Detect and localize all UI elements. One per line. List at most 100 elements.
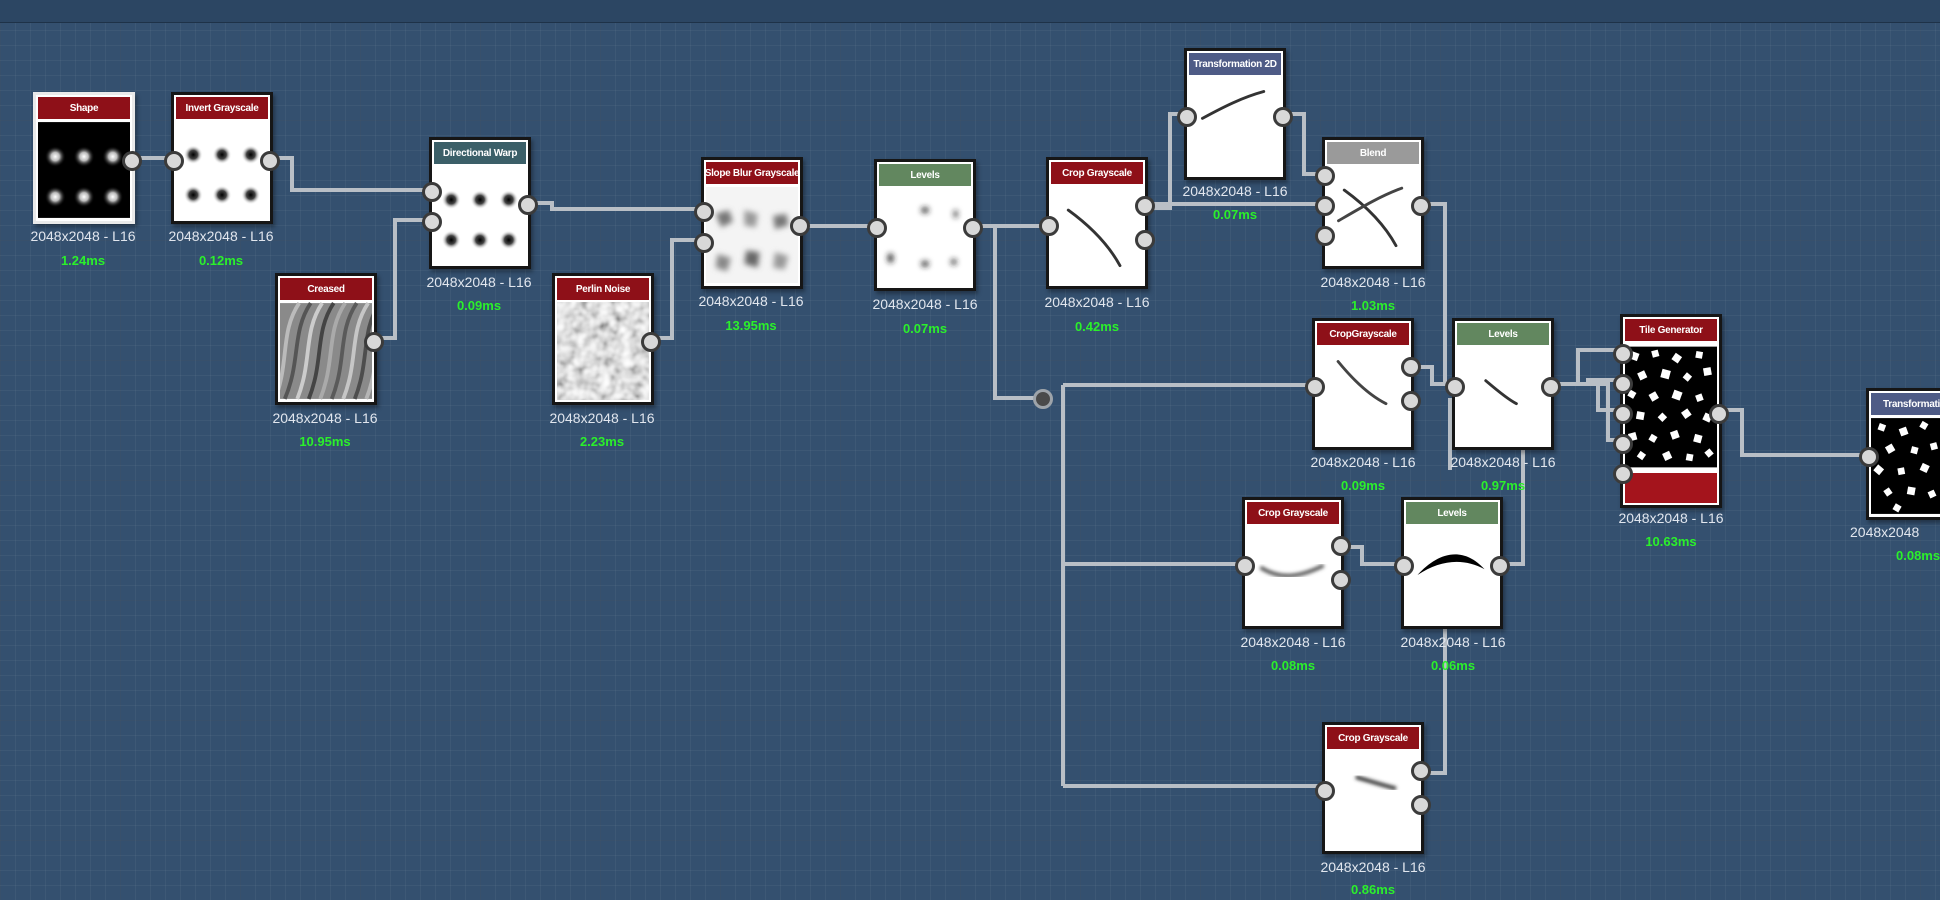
node-timing: 0.06ms <box>1430 658 1476 673</box>
node-crop-grayscale-3[interactable]: Crop Grayscale <box>1235 497 1351 629</box>
node-title: Transformation <box>1871 393 1940 415</box>
input-port[interactable] <box>1394 556 1414 576</box>
output-port[interactable] <box>1135 230 1155 250</box>
node-tile-generator[interactable]: Tile Generator <box>1613 314 1729 508</box>
node-perlin-noise[interactable]: Perlin Noise <box>552 273 661 405</box>
preview-image <box>1189 78 1281 174</box>
node-levels[interactable]: Levels <box>867 159 983 291</box>
input-port[interactable] <box>1315 166 1335 186</box>
output-port[interactable] <box>1135 196 1155 216</box>
output-port[interactable] <box>790 216 810 236</box>
input-port[interactable] <box>1235 556 1255 576</box>
output-port[interactable] <box>1411 795 1431 815</box>
node-timing: 2.23ms <box>579 434 625 449</box>
node-timing: 0.86ms <box>1350 882 1396 897</box>
node-transformation-2d[interactable]: Transformation 2D <box>1177 48 1293 180</box>
output-port[interactable] <box>1331 570 1351 590</box>
node-crop-grayscale-2[interactable]: CropGrayscale <box>1305 318 1421 450</box>
node-timing: 13.95ms <box>725 318 777 333</box>
node-timing: 10.95ms <box>299 434 351 449</box>
input-port[interactable] <box>1613 434 1633 454</box>
node-resolution: 2048x2048 - L16 <box>1320 859 1426 875</box>
node-footer <box>1625 473 1717 503</box>
output-port[interactable] <box>1401 357 1421 377</box>
input-port[interactable] <box>1315 196 1335 216</box>
input-port[interactable] <box>1445 377 1465 397</box>
input-port[interactable] <box>1315 226 1335 246</box>
output-port[interactable] <box>364 332 384 352</box>
node-timing: 0.08ms <box>1270 658 1316 673</box>
node-resolution: 2048x2048 - L16 <box>1320 274 1426 290</box>
output-port[interactable] <box>518 195 538 215</box>
node-crop-grayscale[interactable]: Crop Grayscale <box>1039 157 1155 289</box>
node-levels-2[interactable]: Levels <box>1445 318 1561 450</box>
node-slope-blur-grayscale[interactable]: Slope Blur Grayscale <box>694 157 810 289</box>
input-port[interactable] <box>1315 781 1335 801</box>
output-port[interactable] <box>1709 404 1729 424</box>
output-port[interactable] <box>1411 761 1431 781</box>
node-crop-grayscale-4[interactable]: Crop Grayscale <box>1315 722 1431 854</box>
node-timing: 10.63ms <box>1645 534 1697 549</box>
input-port[interactable] <box>694 233 714 253</box>
node-creased[interactable]: Creased <box>275 273 384 405</box>
output-port[interactable] <box>1401 391 1421 411</box>
node-shape[interactable]: Shape <box>33 92 142 224</box>
node-levels-3[interactable]: Levels <box>1394 497 1510 629</box>
input-port[interactable] <box>1177 107 1197 127</box>
node-preview <box>1625 343 1717 471</box>
output-port[interactable] <box>122 151 142 171</box>
input-port[interactable] <box>867 218 887 238</box>
node-transformation[interactable]: Transformation <box>1859 388 1940 520</box>
node-title: Crop Grayscale <box>1051 162 1143 184</box>
node-title: Directional Warp <box>434 142 526 164</box>
wire-junction-dot[interactable] <box>1033 389 1053 409</box>
node-invert-grayscale[interactable]: Invert Grayscale <box>164 92 280 224</box>
input-port[interactable] <box>164 151 184 171</box>
node-timing: 0.12ms <box>198 253 244 268</box>
output-port[interactable] <box>260 151 280 171</box>
node-timing: 0.42ms <box>1074 319 1120 334</box>
input-port[interactable] <box>694 202 714 222</box>
input-port[interactable] <box>1859 447 1879 467</box>
node-preview <box>1247 526 1339 624</box>
node-preview <box>176 121 268 219</box>
preview-image <box>1871 418 1940 514</box>
input-port[interactable] <box>1305 377 1325 397</box>
input-port[interactable] <box>1613 374 1633 394</box>
node-title: Invert Grayscale <box>176 97 268 119</box>
output-port[interactable] <box>1331 536 1351 556</box>
output-port[interactable] <box>1490 556 1510 576</box>
preview-image <box>1247 527 1339 623</box>
output-port[interactable] <box>1541 377 1561 397</box>
node-title: CropGrayscale <box>1317 323 1409 345</box>
node-resolution: 2048x2048 - L16 <box>30 228 136 244</box>
node-directional-warp[interactable]: Directional Warp <box>422 137 538 269</box>
node-resolution: 2048x2048 - L16 <box>872 296 978 312</box>
output-port[interactable] <box>1273 107 1293 127</box>
node-blend[interactable]: Blend <box>1315 137 1431 269</box>
node-timing: 1.03ms <box>1350 298 1396 313</box>
node-timing: 0.97ms <box>1480 478 1526 493</box>
preview-image <box>176 122 268 218</box>
input-port[interactable] <box>1613 404 1633 424</box>
preview-image <box>1457 348 1549 444</box>
preview-image <box>706 187 798 283</box>
node-preview <box>280 302 372 400</box>
output-port[interactable] <box>1411 196 1431 216</box>
wire-dirwarp-slopeblur <box>530 201 705 211</box>
node-timing: 0.07ms <box>1212 207 1258 222</box>
input-port[interactable] <box>422 182 442 202</box>
node-timing: 0.08ms <box>1896 548 1940 563</box>
node-timing: 0.09ms <box>456 298 502 313</box>
input-port[interactable] <box>1039 216 1059 236</box>
input-port[interactable] <box>1613 344 1633 364</box>
node-title: Levels <box>1457 323 1549 345</box>
wire-transform1-blend <box>1287 112 1326 176</box>
input-port[interactable] <box>1613 464 1633 484</box>
output-port[interactable] <box>963 218 983 238</box>
node-title: Crop Grayscale <box>1247 502 1339 524</box>
input-port[interactable] <box>422 212 442 232</box>
node-title: Slope Blur Grayscale <box>706 162 798 184</box>
output-port[interactable] <box>641 332 661 352</box>
node-title: Perlin Noise <box>557 278 649 300</box>
